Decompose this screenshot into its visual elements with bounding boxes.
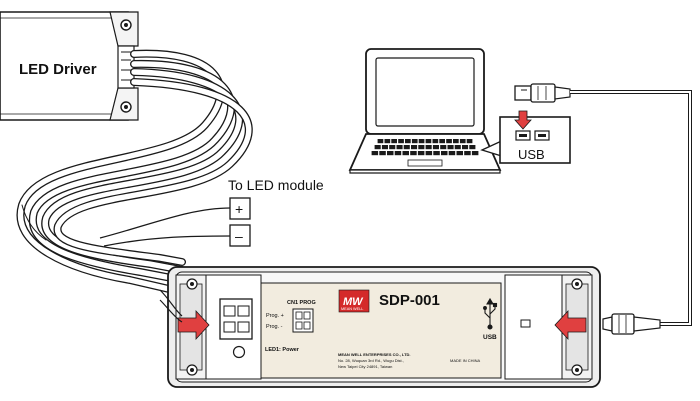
insert-arrow-left-icon — [554, 309, 587, 341]
keyboard-key — [425, 151, 433, 156]
terminal-block — [219, 298, 253, 340]
prog-minus-label: Prog. - — [266, 324, 283, 330]
keyboard-key — [469, 145, 476, 150]
usb-symbol-icon — [483, 297, 498, 330]
prog-plus-label: Prog. + — [266, 313, 284, 319]
model-name: SDP-001 — [379, 292, 440, 309]
keyboard-key — [446, 139, 452, 144]
usb-plug-icon — [514, 83, 571, 103]
keyboard-key — [464, 151, 471, 156]
keyboard-key — [391, 139, 397, 144]
sdp-001-device: MW MEAN WELL SDP-001 CN1 PROG Prog. + Pr… — [167, 266, 601, 388]
minus-sign: – — [235, 228, 243, 244]
usb-device-label: USB — [483, 334, 497, 341]
keyboard-key — [396, 145, 403, 150]
keyboard-key — [425, 139, 432, 144]
keyboard-key — [425, 145, 432, 150]
company-line-3: New Taipei City 24891, Taiwan — [338, 364, 392, 369]
usb-port-label: USB — [518, 147, 545, 162]
prog-label: CN1 PROG — [287, 300, 316, 306]
keyboard-key — [418, 145, 425, 150]
keyboard-key — [441, 151, 448, 156]
terminal-minus — [229, 224, 251, 247]
plus-sign: + — [235, 201, 243, 217]
brand-name: MEAN WELL — [341, 307, 363, 311]
led-driver-label: LED Driver — [19, 61, 97, 78]
keyboard-key — [417, 151, 425, 156]
keyboard-key — [447, 145, 454, 150]
company-line-1: MEAN WELL ENTERPRISES CO., LTD. — [338, 352, 411, 357]
keyboard-key — [456, 151, 463, 156]
keyboard-key — [371, 151, 379, 156]
keyboard-key — [410, 151, 417, 156]
keyboard-key — [459, 139, 466, 144]
company-line-2: No. 28, Wuquan 3rd Rd., Wugu Dist., — [338, 358, 404, 363]
device-input-wires — [159, 289, 183, 323]
keyboard-key — [462, 145, 469, 150]
keyboard-key — [471, 151, 479, 156]
usb-micro-plug-icon — [602, 313, 661, 335]
keyboard-key — [411, 145, 418, 150]
led-power-label: LED1: Power — [265, 347, 300, 353]
brand-logo — [338, 289, 370, 313]
keyboard-key — [379, 151, 386, 156]
keyboard-key — [384, 139, 391, 144]
keyboard-key — [398, 139, 404, 144]
keyboard-key — [377, 139, 384, 144]
keyboard-key — [418, 139, 425, 144]
keyboard-key — [439, 139, 445, 144]
keyboard-key — [402, 151, 409, 156]
keyboard-key — [440, 145, 447, 150]
keyboard-key — [432, 139, 439, 144]
keyboard-key — [448, 151, 456, 156]
usb-port-callout: USB — [480, 110, 571, 164]
keyboard-key — [466, 139, 473, 144]
cable-bundle — [16, 49, 253, 296]
led-driver: LED Driver — [0, 11, 139, 121]
micro-usb-port — [520, 319, 531, 328]
terminal-plus — [229, 197, 251, 220]
made-in-label: MADE IN CHINA — [450, 358, 481, 363]
keyboard-key — [454, 145, 461, 150]
keyboard-key — [405, 139, 411, 144]
keyboard-key — [387, 151, 394, 156]
keyboard-key — [403, 145, 410, 150]
keyboard-key — [389, 145, 396, 150]
keyboard — [371, 139, 479, 156]
to-led-module-label: To LED module — [228, 177, 324, 193]
keyboard-key — [453, 139, 459, 144]
power-led — [232, 345, 246, 359]
keyboard-key — [394, 151, 402, 156]
keyboard-key — [381, 145, 388, 150]
insert-arrow-down-icon — [514, 110, 532, 130]
keyboard-key — [433, 151, 440, 156]
brand-logo-text: MW — [343, 296, 364, 308]
laptop-icon — [348, 48, 502, 174]
led-module-connector: To LED module + – — [99, 177, 324, 247]
keyboard-key — [411, 139, 418, 144]
keyboard-key — [432, 145, 439, 150]
insert-arrow-right-icon — [177, 309, 210, 341]
keyboard-key — [374, 145, 381, 150]
